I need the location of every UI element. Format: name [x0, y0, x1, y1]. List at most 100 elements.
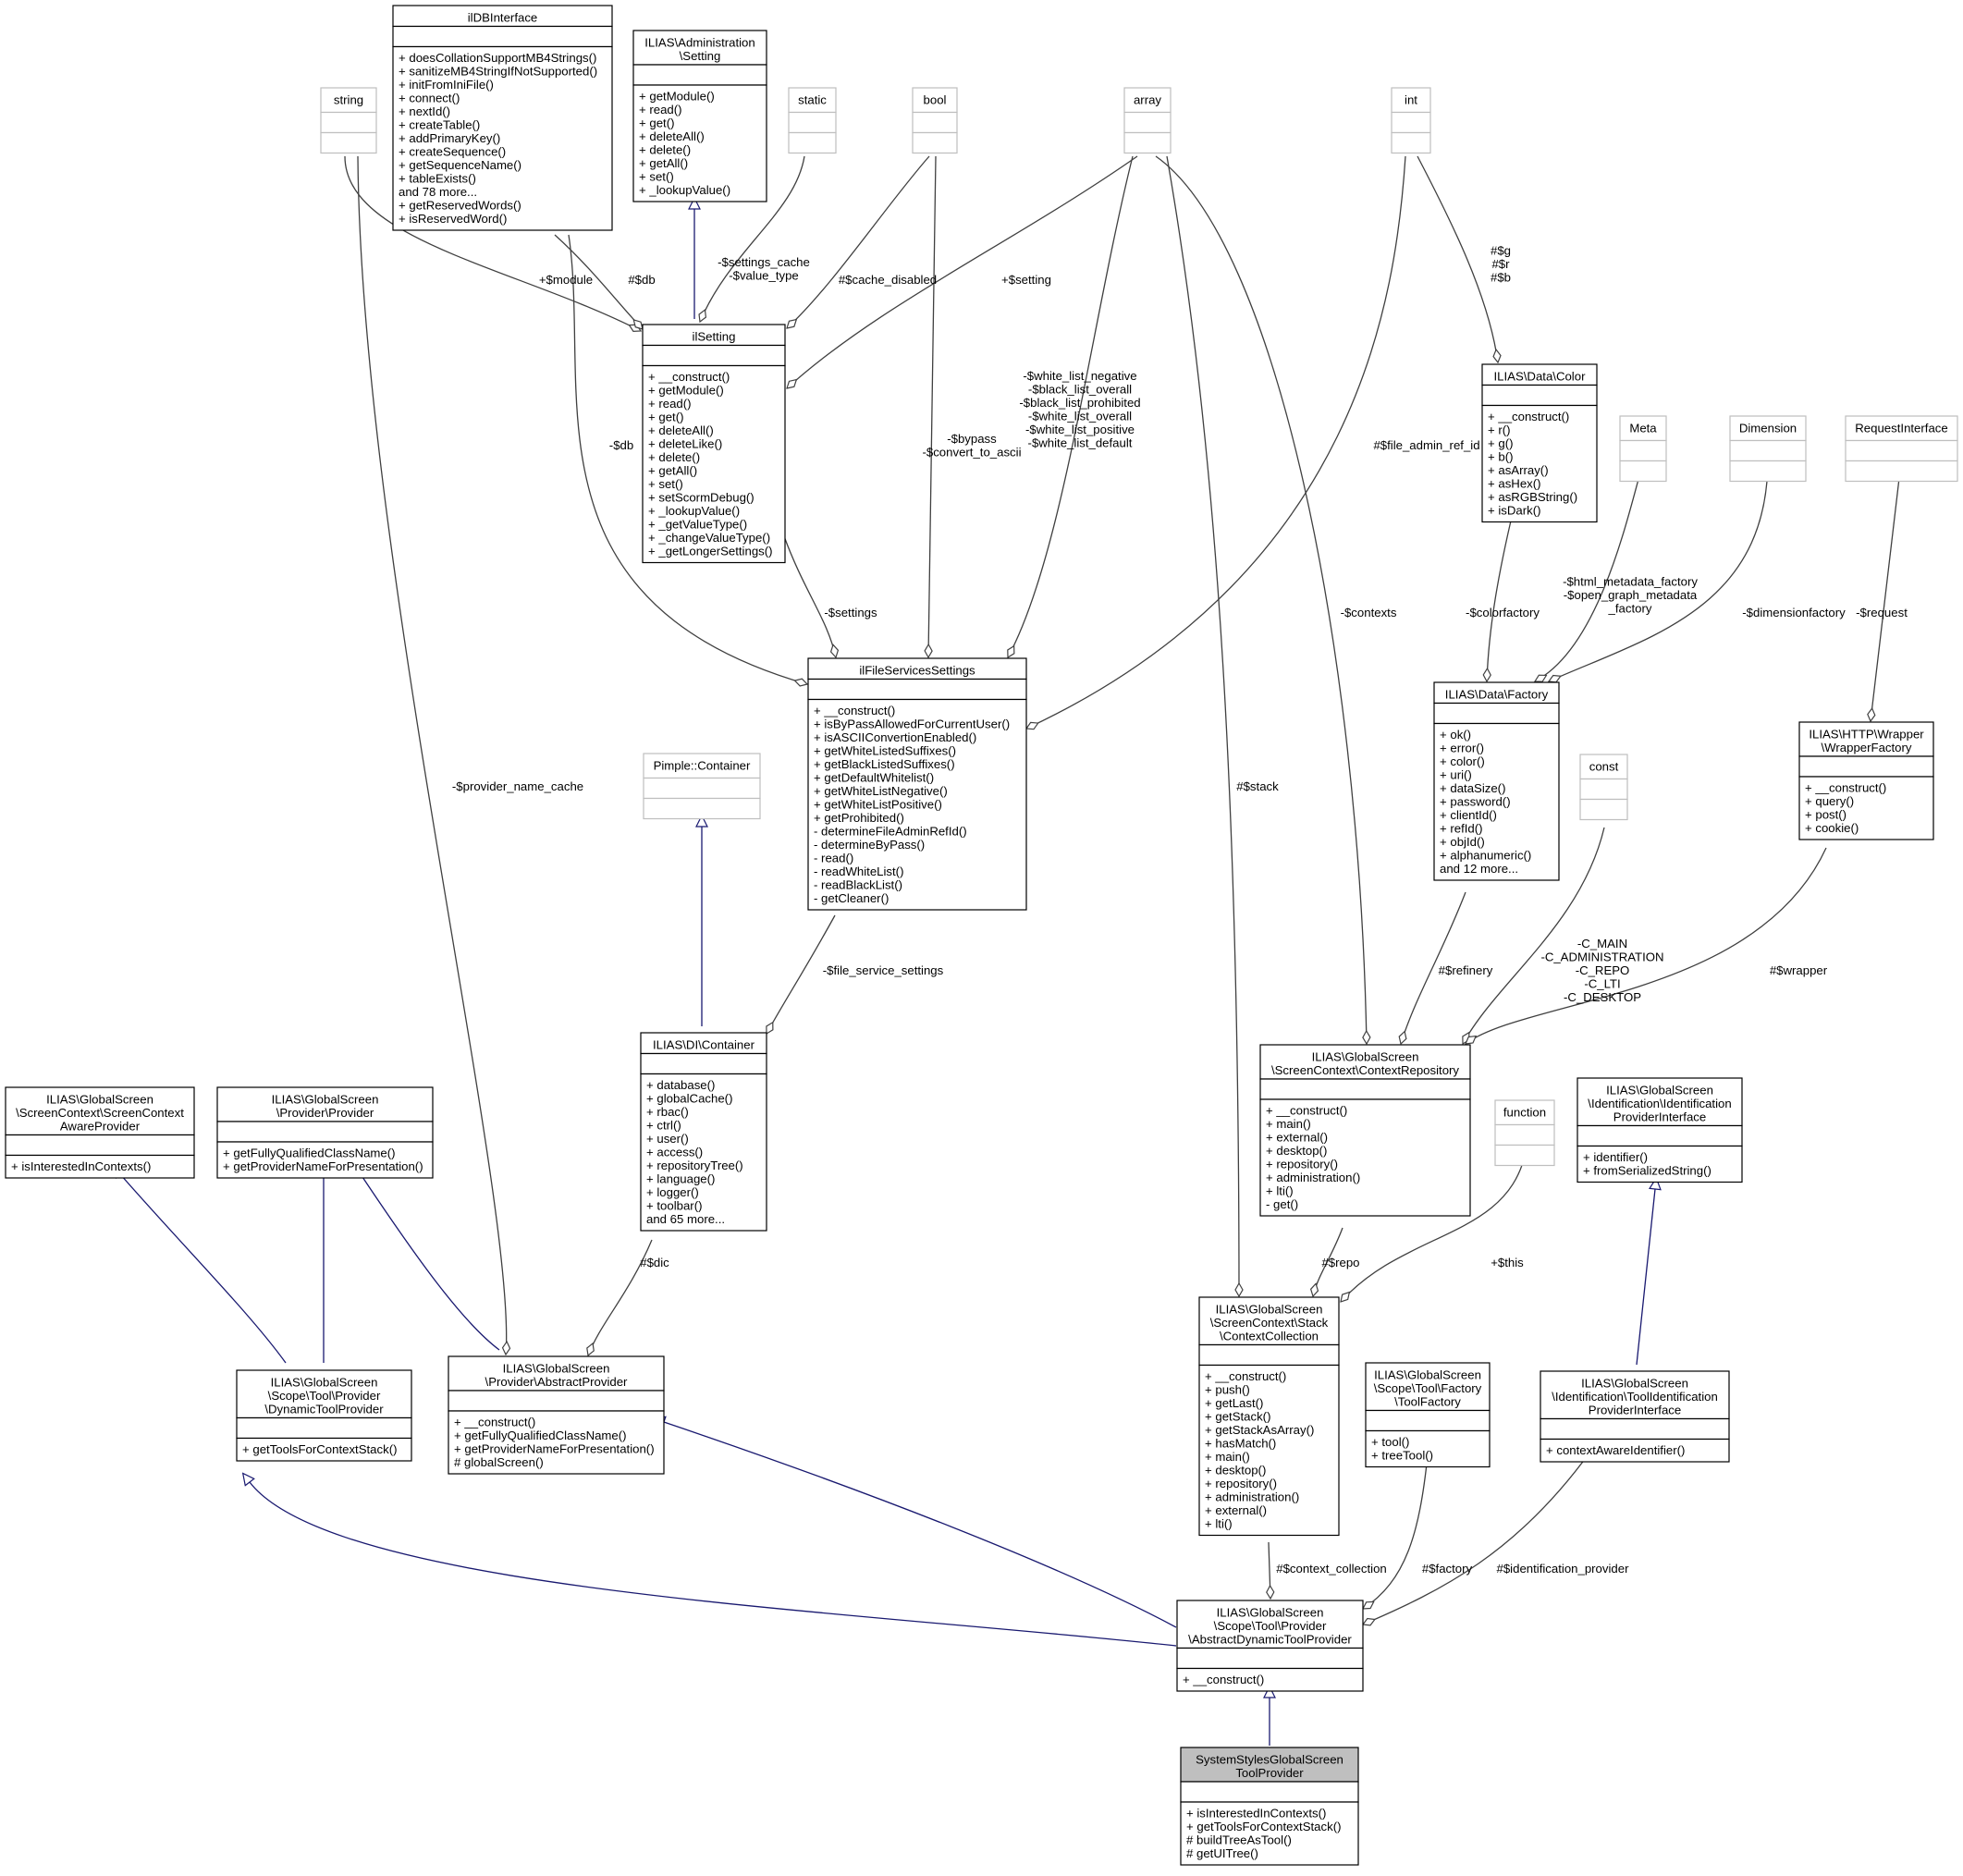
- class-node-string[interactable]: string: [320, 87, 377, 154]
- class-node-ToolFactory[interactable]: ILIAS\GlobalScreen\Scope\Tool\Factory\To…: [1365, 1362, 1491, 1468]
- class-node-ContextRepository[interactable]: ILIAS\GlobalScreen\ScreenContext\Context…: [1259, 1044, 1471, 1217]
- class-method: + lti(): [1266, 1184, 1294, 1198]
- class-node-ilSetting[interactable]: ilSetting+ __construct()+ getModule()+ r…: [642, 324, 786, 564]
- class-methods-box: [5, 1154, 195, 1179]
- edge-label: #$context_collection: [1276, 1562, 1387, 1576]
- class-node-int[interactable]: int: [1391, 87, 1431, 154]
- class-node-array[interactable]: array: [1123, 87, 1172, 154]
- class-title-line: ILIAS\GlobalScreen: [1216, 1303, 1323, 1317]
- edge-e-int-fss: [1026, 155, 1406, 729]
- class-attrs-box: [1123, 111, 1172, 134]
- class-node-RequestInterface[interactable]: RequestInterface: [1845, 415, 1958, 483]
- class-method: + external(): [1205, 1503, 1267, 1517]
- class-title-line: \Scope\Tool\Factory: [1374, 1381, 1482, 1395]
- class-node-ToolIdentificationProviderInterface[interactable]: ILIAS\GlobalScreen\Identification\ToolId…: [1540, 1370, 1730, 1463]
- class-attrs-box: [1391, 111, 1431, 134]
- class-method: + getReservedWords(): [399, 199, 521, 213]
- class-method: + main(): [1205, 1450, 1250, 1464]
- class-node-static[interactable]: static: [788, 87, 837, 154]
- class-method: + __construct(): [648, 370, 730, 384]
- class-node-AbstractProvider[interactable]: ILIAS\GlobalScreen\Provider\AbstractProv…: [448, 1355, 665, 1475]
- class-methods-box: [1540, 1438, 1730, 1463]
- class-methods-box: [1391, 131, 1431, 154]
- class-node-DIContainer[interactable]: ILIAS\DI\Container+ database()+ globalCa…: [640, 1032, 767, 1232]
- class-method: + rbac(): [646, 1105, 689, 1119]
- class-method: + isInterestedInContexts(): [11, 1159, 151, 1173]
- edge-label: -$colorfactory: [1466, 606, 1540, 619]
- class-attrs-box: [1729, 439, 1807, 462]
- class-methods-box: [1579, 798, 1628, 821]
- class-title-line: \ScreenContext\ContextRepository: [1271, 1063, 1459, 1077]
- class-method: + getWhiteListPositive(): [814, 798, 942, 812]
- class-node-function[interactable]: function: [1494, 1099, 1555, 1167]
- class-node-ilFileServicesSettings[interactable]: ilFileServicesSettings+ __construct()+ i…: [807, 657, 1027, 911]
- class-method: # globalScreen(): [454, 1455, 544, 1469]
- class-title-line: \Identification\ToolIdentification: [1552, 1390, 1718, 1404]
- class-method: + administration(): [1266, 1171, 1360, 1184]
- class-method: + setScormDebug(): [648, 491, 755, 505]
- class-node-ContextCollection[interactable]: ILIAS\GlobalScreen\ScreenContext\Stack\C…: [1198, 1296, 1340, 1537]
- class-node-DataColor[interactable]: ILIAS\Data\Color+ __construct()+ r()+ g(…: [1481, 363, 1598, 523]
- edge-e-abstractprovider-adtp: [664, 1422, 1177, 1628]
- class-method: + getAll(): [639, 156, 688, 170]
- class-title-line: ProviderInterface: [1589, 1404, 1681, 1417]
- class-node-Provider[interactable]: ILIAS\GlobalScreen\Provider\Provider+ ge…: [216, 1086, 434, 1179]
- class-node-AbstractDynamicToolProvider[interactable]: ILIAS\GlobalScreen\Scope\Tool\Provider\A…: [1176, 1600, 1364, 1692]
- class-method: # buildTreeAsTool(): [1186, 1833, 1292, 1847]
- class-method: + _lookupValue(): [639, 183, 730, 197]
- edge-label: +$module: [539, 273, 593, 287]
- class-method: + globalCache(): [646, 1092, 732, 1106]
- class-node-Meta[interactable]: Meta: [1619, 415, 1667, 483]
- class-node-DataFactory[interactable]: ILIAS\Data\Factory+ ok()+ error()+ color…: [1433, 681, 1560, 881]
- class-node-DynamicToolProvider[interactable]: ILIAS\GlobalScreen\Scope\Tool\Provider\D…: [236, 1369, 412, 1462]
- class-title-line: Pimple::Container: [654, 759, 751, 773]
- class-node-ScreenContextAwareProvider[interactable]: ILIAS\GlobalScreen\ScreenContext\ScreenC…: [5, 1086, 195, 1179]
- class-method: - determineByPass(): [814, 838, 925, 852]
- class-method: + getToolsForContextStack(): [242, 1442, 397, 1456]
- edge-label: #$repo: [1321, 1256, 1359, 1269]
- class-method: + post(): [1805, 808, 1846, 822]
- class-method: + delete(): [648, 450, 700, 464]
- edge-e-collection-adtp: [1269, 1541, 1270, 1599]
- class-title-box: [320, 87, 377, 114]
- edge-label: #$file_admin_ref_id: [1373, 438, 1479, 452]
- class-node-Dimension[interactable]: Dimension: [1729, 415, 1807, 483]
- edge-e-const-ctxrepo: [1463, 827, 1605, 1044]
- class-method: + getProhibited(): [814, 811, 904, 825]
- class-attrs-box: [1494, 1123, 1555, 1146]
- class-methods-box: [1798, 776, 1934, 840]
- class-node-PimpleContainer[interactable]: Pimple::Container: [643, 753, 761, 820]
- class-title-line: \Scope\Tool\Provider: [268, 1389, 381, 1403]
- class-method: + tool(): [1371, 1435, 1409, 1449]
- class-method: + deleteAll(): [639, 129, 705, 143]
- class-method: + sanitizeMB4StringIfNotSupported(): [399, 65, 597, 79]
- class-node-ilDBInterface[interactable]: ilDBInterface+ doesCollationSupportMB4St…: [392, 5, 613, 231]
- class-title-line: \Provider\Provider: [276, 1106, 374, 1120]
- class-method: + treeTool(): [1371, 1449, 1433, 1463]
- edge-e-array-fss: [1008, 155, 1134, 657]
- class-method: + fromSerializedString(): [1583, 1164, 1711, 1178]
- class-title-box: [1729, 415, 1807, 442]
- class-attrs-box: [320, 111, 377, 134]
- class-node-IdentificationProviderInterface[interactable]: ILIAS\GlobalScreen\Identification\Identi…: [1577, 1077, 1743, 1183]
- class-methods-box: [1433, 722, 1560, 881]
- class-node-AdminSetting[interactable]: ILIAS\Administration\Setting+ getModule(…: [632, 30, 767, 202]
- class-method: + __construct(): [814, 704, 895, 717]
- edge-label: #$refinery: [1439, 963, 1493, 977]
- class-node-WrapperFactory[interactable]: ILIAS\HTTP\Wrapper\WrapperFactory+ __con…: [1798, 721, 1934, 840]
- class-method: + getModule(): [639, 90, 715, 104]
- class-method: + g(): [1488, 436, 1513, 450]
- class-title-line: ILIAS\DI\Container: [653, 1038, 755, 1052]
- class-method: + deleteAll(): [648, 423, 714, 437]
- edge-label: -C_LTI: [1584, 977, 1620, 991]
- class-node-bool[interactable]: bool: [912, 87, 958, 154]
- class-method: + alphanumeric(): [1440, 849, 1531, 863]
- class-title-box: [1180, 1747, 1359, 1783]
- class-attrs-box: [448, 1390, 665, 1412]
- class-title-box: [236, 1369, 412, 1419]
- class-node-const[interactable]: const: [1579, 754, 1628, 821]
- class-method: + b(): [1488, 450, 1513, 464]
- edge-label: -$black_list_prohibited: [1019, 396, 1140, 410]
- class-title-box: [1619, 415, 1667, 442]
